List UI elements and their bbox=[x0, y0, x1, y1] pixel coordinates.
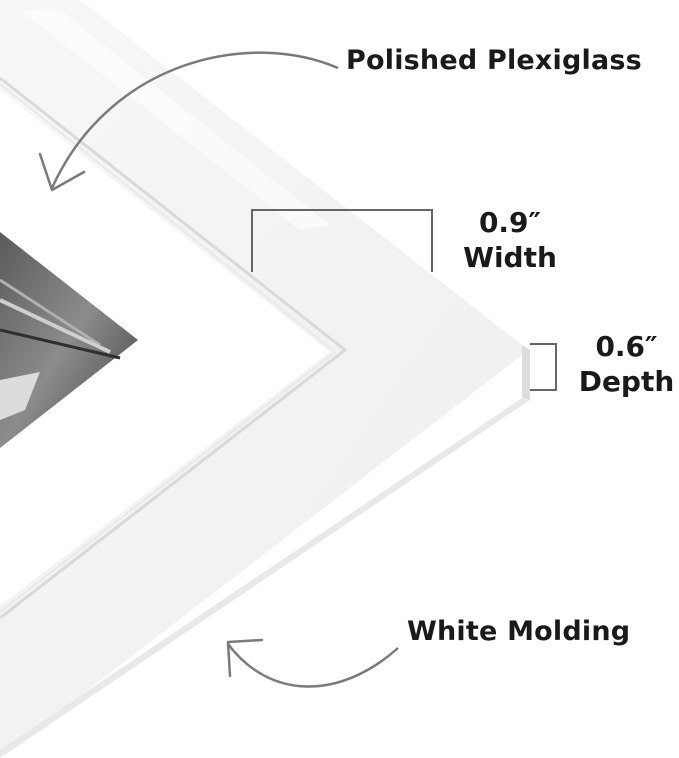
plexiglass-label: Polished Plexiglass bbox=[346, 45, 642, 76]
photo-detail bbox=[0, 372, 40, 420]
curved-arrow-icon bbox=[226, 638, 399, 688]
inner-bevel-line-2 bbox=[0, 83, 337, 613]
mat-board bbox=[0, 90, 330, 606]
depth-bracket bbox=[530, 343, 557, 391]
width-value: 0.9″ bbox=[478, 206, 542, 239]
photo-detail bbox=[0, 328, 121, 360]
width-label: Width bbox=[463, 241, 557, 274]
width-bracket bbox=[251, 209, 433, 272]
inner-bevel-line bbox=[0, 76, 348, 620]
plexiglass-glare bbox=[20, 10, 330, 230]
depth-value: 0.6″ bbox=[595, 330, 658, 363]
width-dimension: 0.9″ Width bbox=[450, 205, 570, 275]
photo-detail bbox=[0, 278, 101, 347]
molding-bottom-edge bbox=[0, 398, 530, 758]
curved-arrow-icon bbox=[38, 51, 339, 192]
molding-depth-edge bbox=[522, 345, 530, 400]
photo-print bbox=[0, 232, 138, 448]
depth-label: Depth bbox=[578, 365, 675, 398]
molding-label: White Molding bbox=[407, 616, 631, 647]
photo-detail bbox=[0, 298, 111, 354]
depth-dimension: 0.6″ Depth bbox=[574, 329, 679, 399]
